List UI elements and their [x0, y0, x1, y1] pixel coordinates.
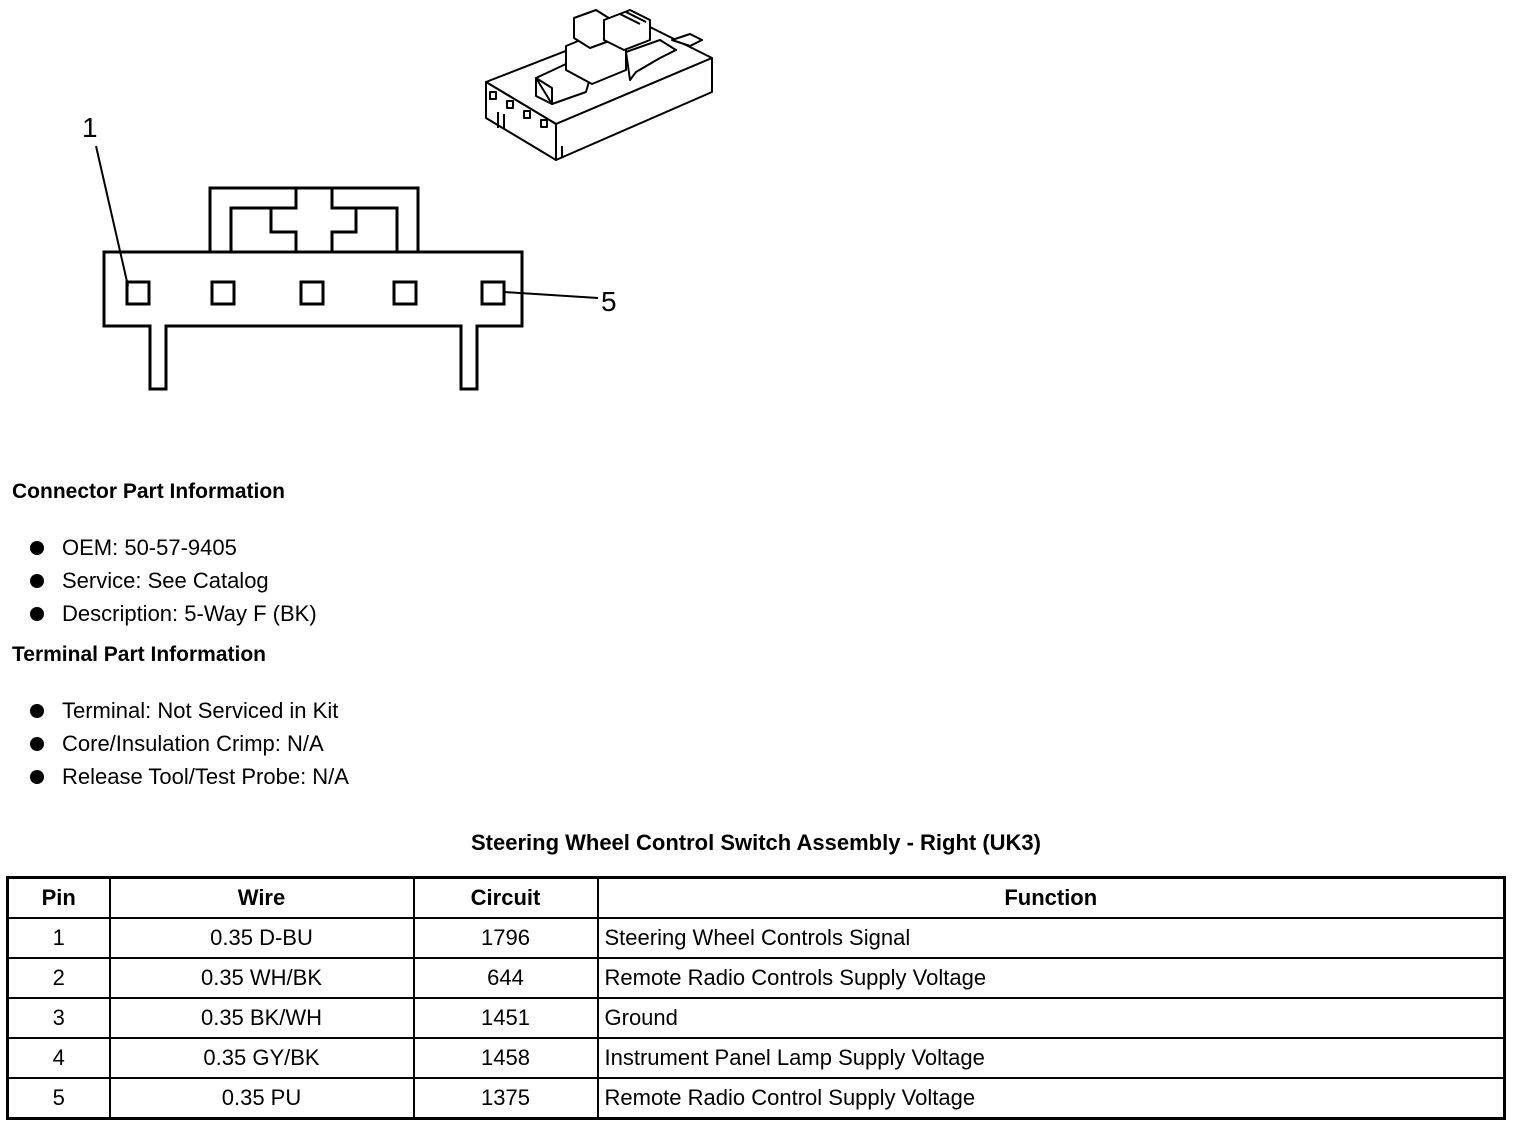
wire-cell: 0.35 PU: [108, 1077, 415, 1120]
callout-leader-1: [95, 145, 129, 287]
connector-info-heading: Connector Part Information: [12, 480, 286, 503]
terminal-cavity-3: [299, 280, 325, 306]
terminal-info-list: Terminal: Not Serviced in Kit Core/Insul…: [28, 694, 349, 793]
wire-cell: 0.35 D-BU: [108, 917, 415, 959]
table-row: 3 0.35 BK/WH 1451 Ground: [6, 997, 1506, 1039]
column-header-circuit: Circuit: [412, 876, 599, 919]
terminal-cavity-2: [210, 280, 236, 306]
pin-cell: 2: [6, 957, 111, 999]
circuit-cell: 1451: [412, 997, 599, 1039]
column-header-pin: Pin: [6, 876, 111, 919]
callout-label-5: 5: [601, 286, 617, 317]
bullet-icon: [30, 737, 44, 751]
list-item: Core/Insulation Crimp: N/A: [28, 727, 349, 760]
pin-cell: 5: [6, 1077, 111, 1120]
pinout-table: Pin Wire Circuit Function 1 0.35 D-BU 17…: [6, 876, 1506, 1120]
table-row: 4 0.35 GY/BK 1458 Instrument Panel Lamp …: [6, 1037, 1506, 1079]
connector-diagram: 1 5: [82, 9, 713, 391]
circuit-cell: 644: [412, 957, 599, 999]
table-header-row: Pin Wire Circuit Function: [6, 876, 1506, 919]
connector-face-view: [102, 186, 524, 391]
circuit-cell: 1375: [412, 1077, 599, 1120]
pin-cell: 4: [6, 1037, 111, 1079]
table-row: 5 0.35 PU 1375 Remote Radio Control Supp…: [6, 1077, 1506, 1120]
function-cell: Remote Radio Control Supply Voltage: [596, 1077, 1506, 1120]
terminal-cavity-4: [392, 280, 418, 306]
bullet-icon: [30, 770, 44, 784]
function-cell: Steering Wheel Controls Signal: [596, 917, 1506, 959]
connector-info-list: OEM: 50-57-9405 Service: See Catalog Des…: [28, 531, 317, 630]
table-row: 1 0.35 D-BU 1796 Steering Wheel Controls…: [6, 917, 1506, 959]
circuit-cell: 1796: [412, 917, 599, 959]
wire-cell: 0.35 GY/BK: [108, 1037, 415, 1079]
terminal-info-heading: Terminal Part Information: [12, 643, 266, 666]
list-item: Release Tool/Test Probe: N/A: [28, 760, 349, 793]
table-title: Steering Wheel Control Switch Assembly -…: [470, 830, 1041, 855]
function-cell: Remote Radio Controls Supply Voltage: [596, 957, 1506, 999]
pin-cell: 1: [6, 917, 111, 959]
list-item: Terminal: Not Serviced in Kit: [28, 694, 349, 727]
bullet-icon: [30, 541, 44, 555]
list-item: OEM: 50-57-9405: [28, 531, 317, 564]
bullet-icon: [30, 704, 44, 718]
function-cell: Ground: [596, 997, 1506, 1039]
connector-isometric-illustration: [485, 9, 713, 161]
terminal-cavity-5: [480, 280, 506, 306]
wire-cell: 0.35 BK/WH: [108, 997, 415, 1039]
wire-cell: 0.35 WH/BK: [108, 957, 415, 999]
column-header-function: Function: [596, 876, 1506, 919]
callout-label-1: 1: [82, 112, 98, 143]
circuit-cell: 1458: [412, 1037, 599, 1079]
list-item: Description: 5-Way F (BK): [28, 597, 317, 630]
function-cell: Instrument Panel Lamp Supply Voltage: [596, 1037, 1506, 1079]
bullet-icon: [30, 607, 44, 621]
bullet-icon: [30, 574, 44, 588]
column-header-wire: Wire: [108, 876, 415, 919]
terminal-cavity-1: [125, 280, 151, 306]
pin-cell: 3: [6, 997, 111, 1039]
list-item: Service: See Catalog: [28, 564, 317, 597]
table-row: 2 0.35 WH/BK 644 Remote Radio Controls S…: [6, 957, 1506, 999]
callout-leader-5: [503, 291, 599, 299]
